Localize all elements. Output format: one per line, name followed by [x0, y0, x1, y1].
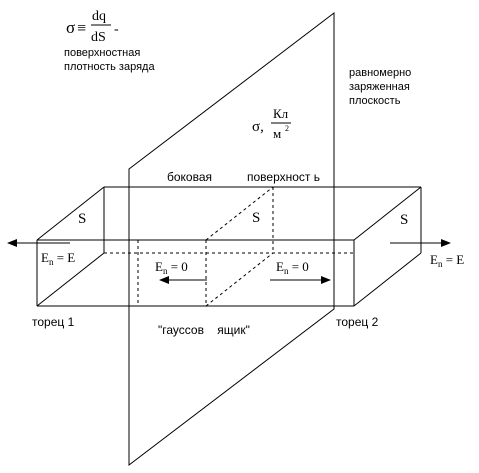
- area-label-left: S: [78, 211, 86, 227]
- area-label-middle: S: [252, 210, 260, 226]
- unit-exponent: 2: [285, 124, 289, 133]
- left-face-bottom-diag: [36, 252, 105, 307]
- field-label-inner-left: En = 0: [155, 259, 188, 276]
- end-face-label-1: торец 1: [32, 315, 75, 329]
- sigma-definition: σ ≡ dq dS -: [66, 9, 119, 45]
- surface-density-label-line2: плотность заряда: [64, 61, 155, 73]
- unit-numerator: Кл: [273, 106, 289, 121]
- numerator: dq: [92, 9, 106, 24]
- end-face-label-2: торец 2: [336, 315, 379, 329]
- area-label-right: S: [400, 212, 408, 228]
- field-label-right: En = E: [430, 252, 464, 269]
- field-label-right-E: E: [430, 252, 438, 267]
- field-label-left-E: E: [41, 250, 49, 265]
- right-face-bottom-diag: [353, 252, 422, 307]
- sigma-symbol: σ: [66, 18, 75, 37]
- definition-dash: -: [114, 22, 119, 37]
- surface-density-label-line1: поверхностная: [64, 47, 140, 59]
- field-label-inner-right-E: E: [276, 259, 284, 274]
- plane-label-line1: равномерно: [349, 67, 411, 79]
- field-label-inner-left-E: E: [155, 259, 163, 274]
- field-label-inner-left-sub: n: [163, 266, 168, 276]
- sigma-unit-symbol: σ,: [252, 119, 264, 135]
- field-label-left-sub: n: [49, 257, 54, 267]
- lateral-surface-label-1: боковая: [167, 170, 212, 184]
- field-label-inner-right-rest: = 0: [288, 259, 308, 274]
- left-face-top-diag: [36, 186, 105, 241]
- field-label-left-rest: = E: [53, 250, 75, 265]
- inner-section-top-diag: [205, 186, 274, 241]
- equiv-symbol: ≡: [77, 20, 86, 37]
- plane-label-line3: плоскость: [349, 95, 401, 107]
- field-label-inner-right: En = 0: [276, 259, 309, 276]
- sigma-units: σ, Кл м 2: [252, 106, 291, 141]
- right-face-top-diag: [353, 186, 422, 241]
- field-label-right-rest: = E: [442, 252, 464, 267]
- field-label-left: En = E: [41, 250, 75, 267]
- lateral-surface-label-2: поверхност ь: [247, 170, 320, 184]
- field-label-inner-left-rest: = 0: [167, 259, 187, 274]
- unit-denominator: м: [273, 126, 281, 141]
- field-label-right-sub: n: [438, 259, 443, 269]
- inner-section-bottom-diag: [205, 252, 274, 307]
- denominator: dS: [91, 30, 106, 45]
- charged-plane: [128, 11, 335, 467]
- gauss-box-label: "гауссов ящик": [158, 323, 250, 337]
- plane-label-line2: заряженная: [349, 81, 410, 93]
- field-label-inner-right-sub: n: [284, 266, 289, 276]
